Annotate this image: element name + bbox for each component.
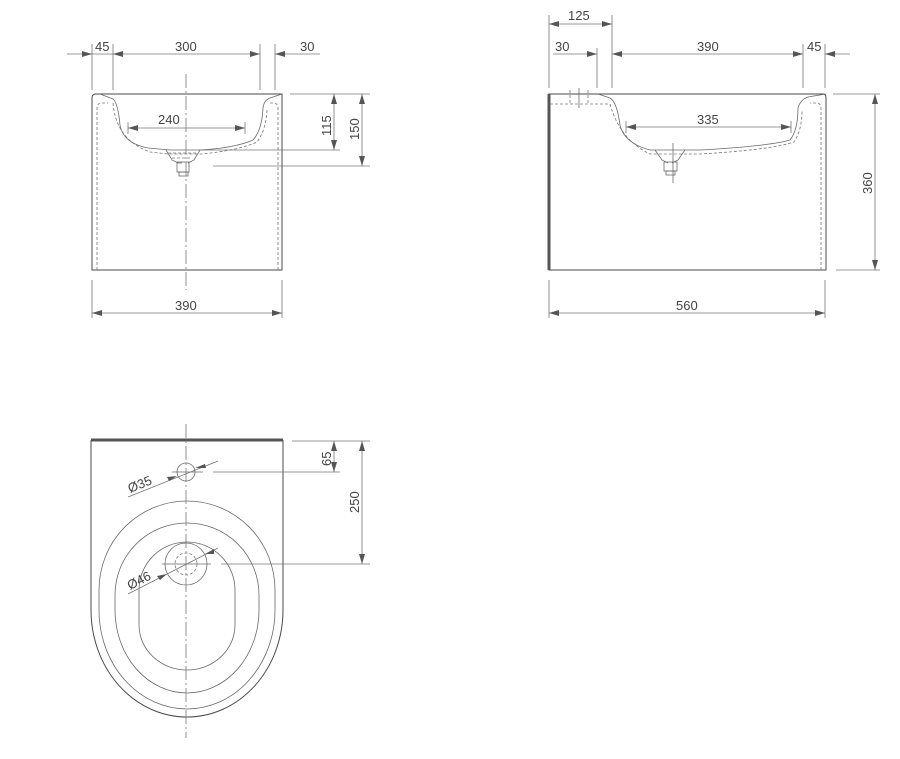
dim-side-overall-height: 360	[860, 172, 875, 194]
front-drain-hidden	[168, 152, 196, 159]
top-view: Ø35 Ø46 65 250	[90, 424, 370, 738]
front-drain-flange	[165, 149, 201, 164]
dim-front-left-rim: 45	[95, 39, 109, 54]
front-drain-body	[176, 161, 190, 173]
side-drain-flange	[654, 149, 686, 164]
front-bowl-hidden	[112, 102, 268, 155]
front-body-outline	[91, 93, 283, 271]
dim-side-front-rim: 45	[807, 39, 821, 54]
dim-front-basin-width: 300	[175, 39, 197, 54]
dim-front-bowl-depth: 115	[319, 115, 334, 136]
side-bowl-outline	[597, 93, 827, 151]
dim-side-tap-offset: 125	[568, 8, 590, 23]
top-rim-inner	[114, 522, 260, 694]
side-body-outline	[548, 93, 827, 271]
front-view: 45 300 30 240 115 150 390	[67, 39, 370, 318]
arrow-head	[195, 464, 206, 468]
dim-front-bowl-inner: 240	[158, 112, 180, 127]
top-bowl-floor	[138, 541, 236, 671]
dim-top-drain-offset: 250	[347, 491, 362, 513]
arrow-head	[157, 574, 167, 580]
dim-side-bowl-inner: 335	[697, 112, 719, 127]
dim-front-drain-depth: 150	[347, 118, 362, 140]
leader-line	[127, 547, 219, 595]
front-drain-tail	[178, 171, 189, 177]
dim-front-right-rim: 30	[300, 39, 314, 54]
front-inner-wall-right	[268, 102, 279, 270]
dim-top-tap-hole-offset: 65	[319, 452, 334, 466]
side-bowl-hidden	[609, 103, 803, 155]
dim-side-overall-depth: 560	[676, 298, 698, 313]
side-view: 125 30 390 45 335 360 560	[547, 8, 880, 318]
top-body-outline	[90, 440, 284, 718]
dim-side-basin-length: 390	[697, 39, 719, 54]
side-drain-body	[663, 161, 678, 172]
front-bowl-outline	[99, 93, 283, 151]
side-inner-wall	[810, 102, 822, 270]
front-inner-wall-left	[96, 102, 108, 270]
arrow-head	[205, 549, 214, 554]
dim-side-back-rim: 30	[555, 39, 569, 54]
arrow-head	[167, 476, 177, 481]
side-drain-tail	[665, 170, 676, 176]
dim-front-overall-width: 390	[175, 298, 197, 313]
top-rim-outer	[98, 500, 276, 710]
